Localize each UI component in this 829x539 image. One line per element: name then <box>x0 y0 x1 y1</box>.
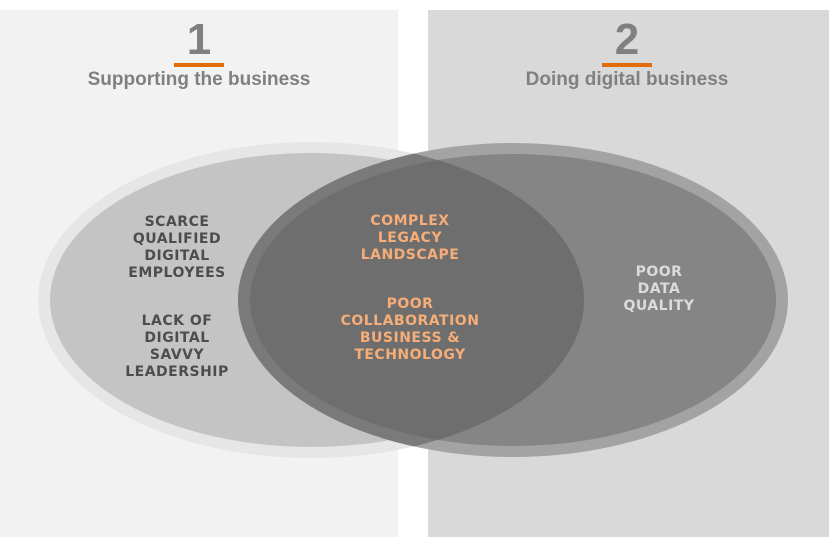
section-2-number: 2 <box>614 15 640 64</box>
label-lack-of-digital-savvy-leadership: LACK OF DIGITAL SAVVY LEADERSHIP <box>125 313 229 380</box>
label-scarce-qualified-digital-employees: SCARCE QUALIFIED DIGITAL EMPLOYEES <box>128 214 226 281</box>
section-1-underline <box>174 63 224 67</box>
label-complex-legacy-landscape: COMPLEX LEGACY LANDSCAPE <box>360 213 460 263</box>
overlap-region <box>238 143 584 457</box>
section-1-number: 1 <box>186 15 212 64</box>
section-1-heading: Supporting the business <box>87 69 311 90</box>
section-2-underline <box>602 63 652 67</box>
label-poor-data-quality: POOR DATA QUALITY <box>623 264 695 314</box>
label-poor-collaboration-business-technology: POOR COLLABORATION BUSINESS & TECHNOLOGY <box>340 296 480 363</box>
section-2-heading: Doing digital business <box>525 69 729 90</box>
